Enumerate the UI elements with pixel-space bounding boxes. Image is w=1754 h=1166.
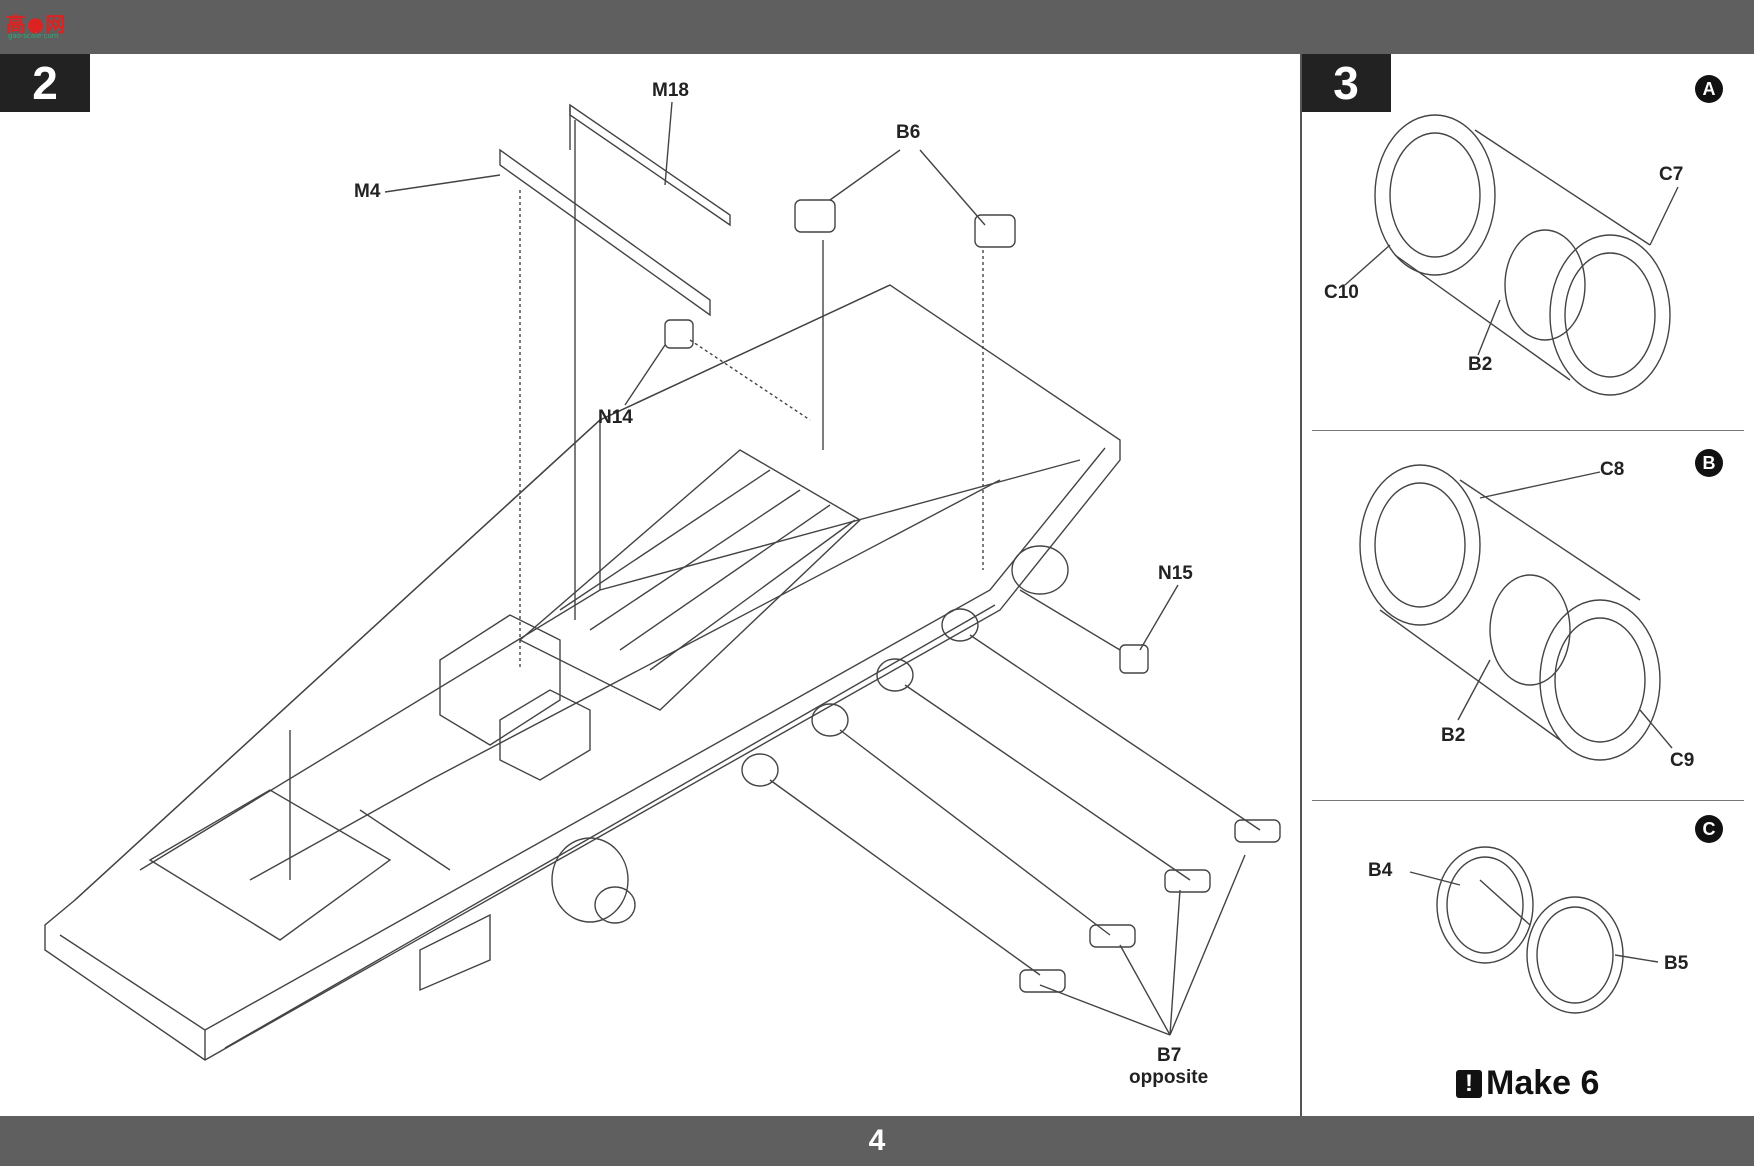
label-m18: M18 [652, 80, 689, 101]
bottom-bar: 4 [0, 1116, 1754, 1166]
exclamation-icon: ! [1456, 1069, 1482, 1098]
step-3-badge: 3 [1301, 54, 1391, 112]
label-c8: C8 [1600, 459, 1625, 480]
label-n14: N14 [598, 407, 633, 428]
panel-divider-ab [1312, 430, 1744, 431]
logo-subtext: gao·scale·com [8, 32, 59, 40]
make-quantity-text: Make 6 [1486, 1064, 1600, 1102]
label-b6: B6 [896, 122, 921, 143]
label-b4: B4 [1368, 860, 1393, 881]
logo-text: 高●网 [6, 12, 67, 36]
label-b5: B5 [1664, 953, 1689, 974]
section-a-marker: A [1695, 75, 1723, 103]
section-b-marker: B [1695, 449, 1723, 477]
panel-divider-vertical [1300, 54, 1302, 1116]
label-b7: B7 [1157, 1045, 1182, 1066]
page-number: 4 [868, 1124, 886, 1157]
section-c-marker: C [1695, 815, 1723, 843]
label-c10: C10 [1324, 282, 1359, 303]
step-2-badge: 2 [0, 54, 90, 112]
label-b2-a: B2 [1468, 354, 1493, 375]
label-m4: M4 [354, 181, 381, 202]
label-b7-opposite: opposite [1129, 1067, 1209, 1088]
label-c7: C7 [1659, 164, 1684, 185]
label-n15: N15 [1158, 563, 1193, 584]
make-quantity-note: ! Make 6 [1456, 1064, 1599, 1103]
top-bar: 高●网 gao·scale·com [0, 0, 1754, 54]
panel-divider-bc [1312, 800, 1744, 801]
label-c9: C9 [1670, 750, 1695, 771]
site-logo: 高●网 gao·scale·com [6, 6, 70, 42]
label-b2-b: B2 [1441, 725, 1466, 746]
